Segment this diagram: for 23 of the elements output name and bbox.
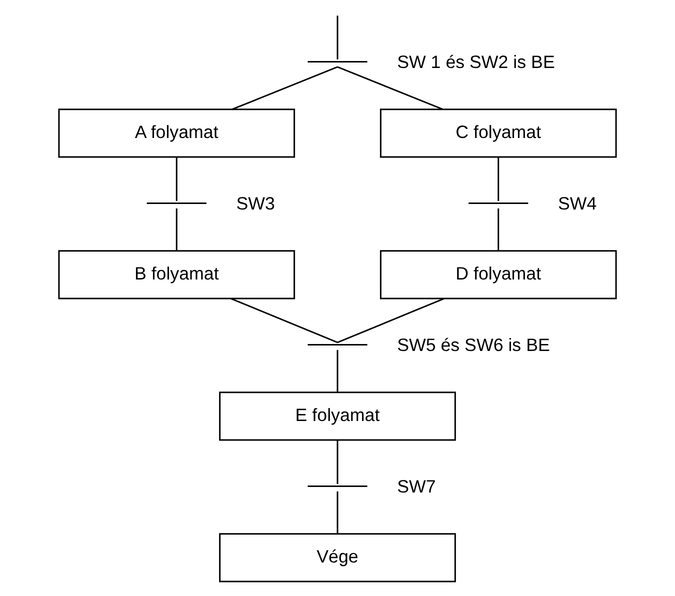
connector bbox=[230, 298, 338, 344]
connector bbox=[176, 157, 178, 201]
connector bbox=[336, 350, 338, 392]
node-text: SW 1 és SW2 is BE bbox=[397, 52, 555, 72]
node-text: SW7 bbox=[397, 476, 436, 496]
node-box: A folyamat bbox=[58, 108, 296, 158]
connector bbox=[336, 491, 338, 534]
node-box: C folyamat bbox=[380, 108, 617, 158]
connector bbox=[337, 66, 443, 110]
node-text: SW3 bbox=[236, 193, 275, 214]
connector bbox=[336, 16, 338, 60]
node-text: SW4 bbox=[558, 193, 597, 214]
node-box: Vége bbox=[219, 533, 456, 582]
node-box: B folyamat bbox=[58, 250, 296, 300]
node-box: D folyamat bbox=[380, 250, 617, 300]
node-text: SW5 és SW6 is BE bbox=[397, 334, 550, 355]
connector bbox=[232, 66, 338, 110]
connector bbox=[337, 298, 444, 344]
connector bbox=[498, 208, 500, 251]
connector bbox=[176, 208, 178, 251]
connector bbox=[336, 440, 338, 484]
connector bbox=[498, 157, 500, 201]
node-box: E folyamat bbox=[219, 392, 456, 441]
